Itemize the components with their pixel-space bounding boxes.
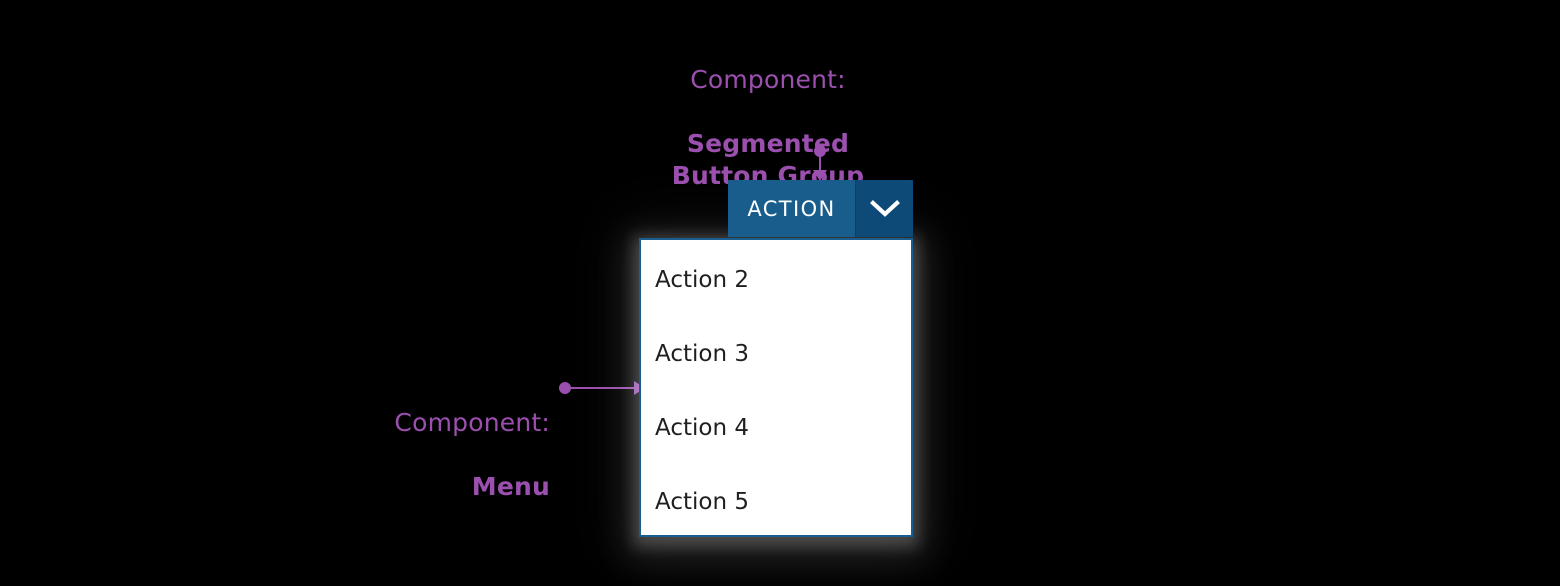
annotation-left-name: Menu bbox=[471, 472, 550, 501]
menu-item-label: Action 3 bbox=[655, 341, 749, 367]
annotation-top-connector-arrow bbox=[813, 170, 827, 181]
annotation-menu: Component: Menu bbox=[300, 375, 550, 503]
menu-item-label: Action 2 bbox=[655, 267, 749, 293]
segmented-divider bbox=[855, 180, 856, 237]
annotation-left-connector-line bbox=[565, 387, 637, 389]
action-dropdown-toggle-button[interactable] bbox=[856, 180, 913, 237]
action-button[interactable]: ACTION bbox=[728, 180, 855, 237]
menu-item-action-2[interactable]: Action 2 bbox=[655, 264, 899, 296]
segmented-button-group[interactable]: ACTION bbox=[728, 180, 913, 237]
menu-item-label: Action 4 bbox=[655, 415, 749, 441]
menu-item-label: Action 5 bbox=[655, 489, 749, 515]
annotation-left-lead: Component: bbox=[394, 408, 550, 437]
menu-item-action-3[interactable]: Action 3 bbox=[655, 338, 899, 370]
dropdown-menu[interactable]: Action 2 Action 3 Action 4 Action 5 bbox=[639, 238, 913, 537]
annotation-top-connector-line bbox=[819, 151, 821, 173]
menu-item-action-5[interactable]: Action 5 bbox=[655, 486, 899, 518]
annotation-segmented-button-group: Component: Segmented Button Group bbox=[598, 32, 938, 192]
chevron-down-icon bbox=[869, 199, 900, 218]
menu-item-action-4[interactable]: Action 4 bbox=[655, 412, 899, 444]
annotation-top-lead: Component: bbox=[690, 65, 846, 94]
annotation-top-name: Segmented Button Group bbox=[671, 129, 865, 190]
